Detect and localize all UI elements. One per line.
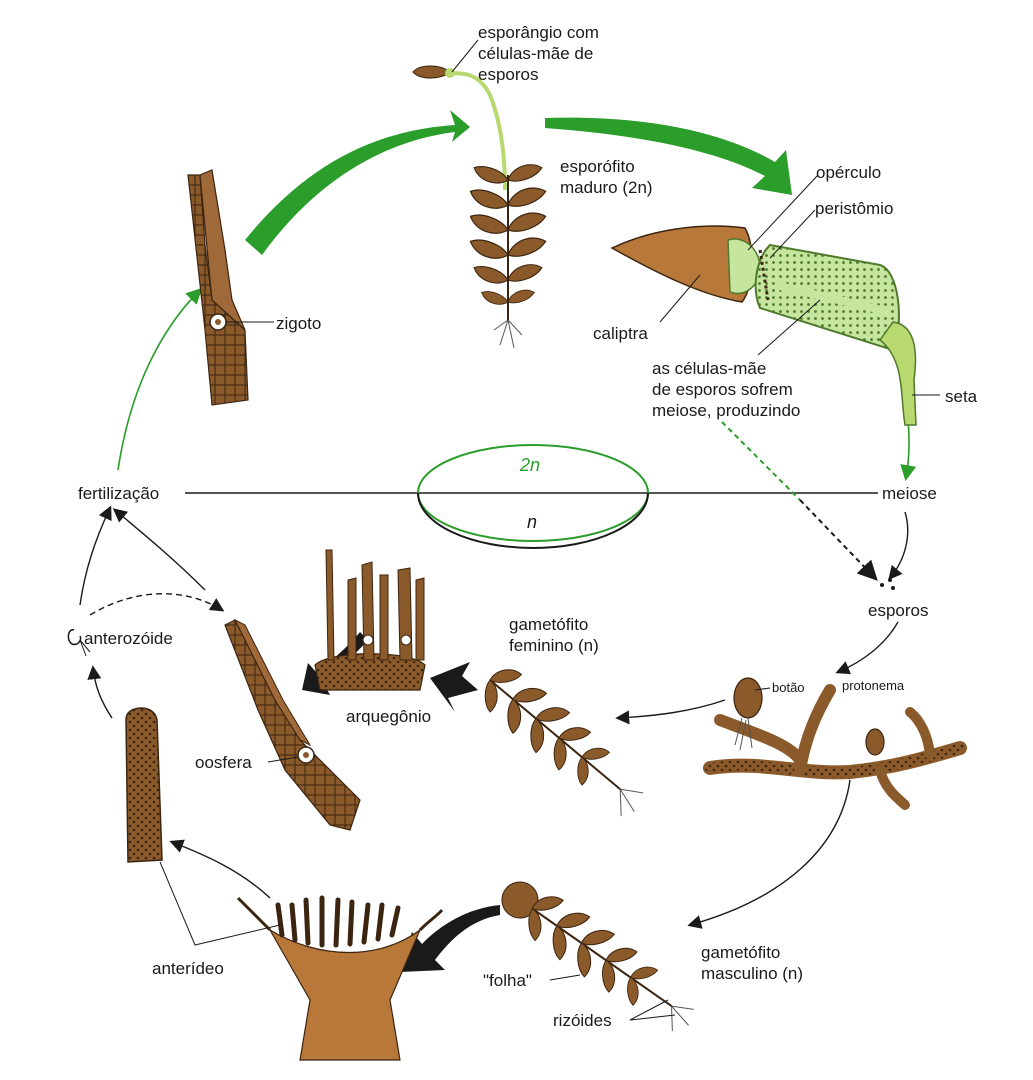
label-operculo: opérculo [816,163,882,182]
label-zigoto: zigoto [276,314,322,333]
label-folha: "folha" [483,971,532,990]
archegonium-zygote [187,169,249,406]
ploidy-haploid: n [527,512,538,532]
protonema [703,677,967,810]
label-botao: botão [772,680,805,695]
arrow-protonema-to-male [687,779,851,929]
leader-esporangio [451,39,479,73]
green-arrow-fertilization-to-zygote [117,287,203,471]
label-gametofito-feminino: gametófito feminino (n) [505,614,603,656]
male-gametophyte [501,881,694,1032]
leader-rizoides [629,999,676,1021]
thick-arrow-male-to-antheridium [400,905,500,972]
arrow-antheridium-to-anterozoide [87,665,113,719]
green-arrow-zygote-to-sporophyte [245,110,470,255]
label-meiose: meiose [878,483,941,504]
label-peristomio: peristômio [815,199,894,218]
arrow-archegonium-to-fertilizacao [112,508,206,591]
leader-peristomio [769,209,816,259]
arrow-anterideo-to-antheridium [169,839,271,899]
label-fertilizacao: fertilização [74,483,164,504]
thick-arrow-female-to-archegonium [430,662,478,712]
label-esporos: esporos [868,601,929,620]
female-gametophyte [484,666,644,817]
leader-botao [754,687,771,691]
leader-oosfera [267,756,299,763]
ploidy-diploid: 2n [520,455,541,475]
capsule-detail [610,225,917,426]
label-rizoides: rizóides [553,1011,612,1030]
leader-caliptra [659,274,701,323]
spores [880,578,895,590]
archegonia-cluster [314,549,426,691]
anterozoide-flagella [79,639,91,657]
leader-celulas-mae [757,299,821,356]
label-arquegonio: arquegônio [346,707,432,726]
leader-anterideo [159,861,281,946]
label-oosfera: oosfera [195,753,252,772]
antheridial-head [236,895,444,1061]
ploidy-ellipse-bottom [417,492,649,549]
label-celulas-mae: as células-mãe de esporos sofrem meiose,… [652,359,801,420]
label-esporangio: esporângio com células-mãe de esporos [478,23,599,84]
arrow-protonema-to-female [615,699,726,725]
label-caliptra: caliptra [593,324,648,343]
green-arrow-sporophyte-to-capsule [545,117,792,195]
mature-sporophyte [412,65,549,349]
arrow-esporos-to-protonema [835,621,899,675]
antheridium [125,707,163,863]
label-esporofito: esporófito maduro (2n) [560,157,653,197]
arrow-meiose-to-esporos [888,511,909,581]
label-gametofito-masculino: gametófito masculino (n) [697,942,808,984]
archegonium-oosphere [224,618,361,831]
label-protonema: protonema [842,678,905,693]
black-dashed-to-spores [799,499,878,581]
label-seta: seta [945,387,978,406]
anterozoide-sperm-icon [67,629,82,646]
arrow-anterozoide-to-fertilizacao [79,505,112,606]
label-anterideo: anterídeo [152,959,224,978]
green-dashed-to-spores [721,421,801,501]
label-anterozoide: anterozóide [84,629,173,648]
arrow-anterozoide-to-archegonium [89,593,225,616]
leader-folha [549,974,581,981]
leader-operculo [747,174,819,251]
